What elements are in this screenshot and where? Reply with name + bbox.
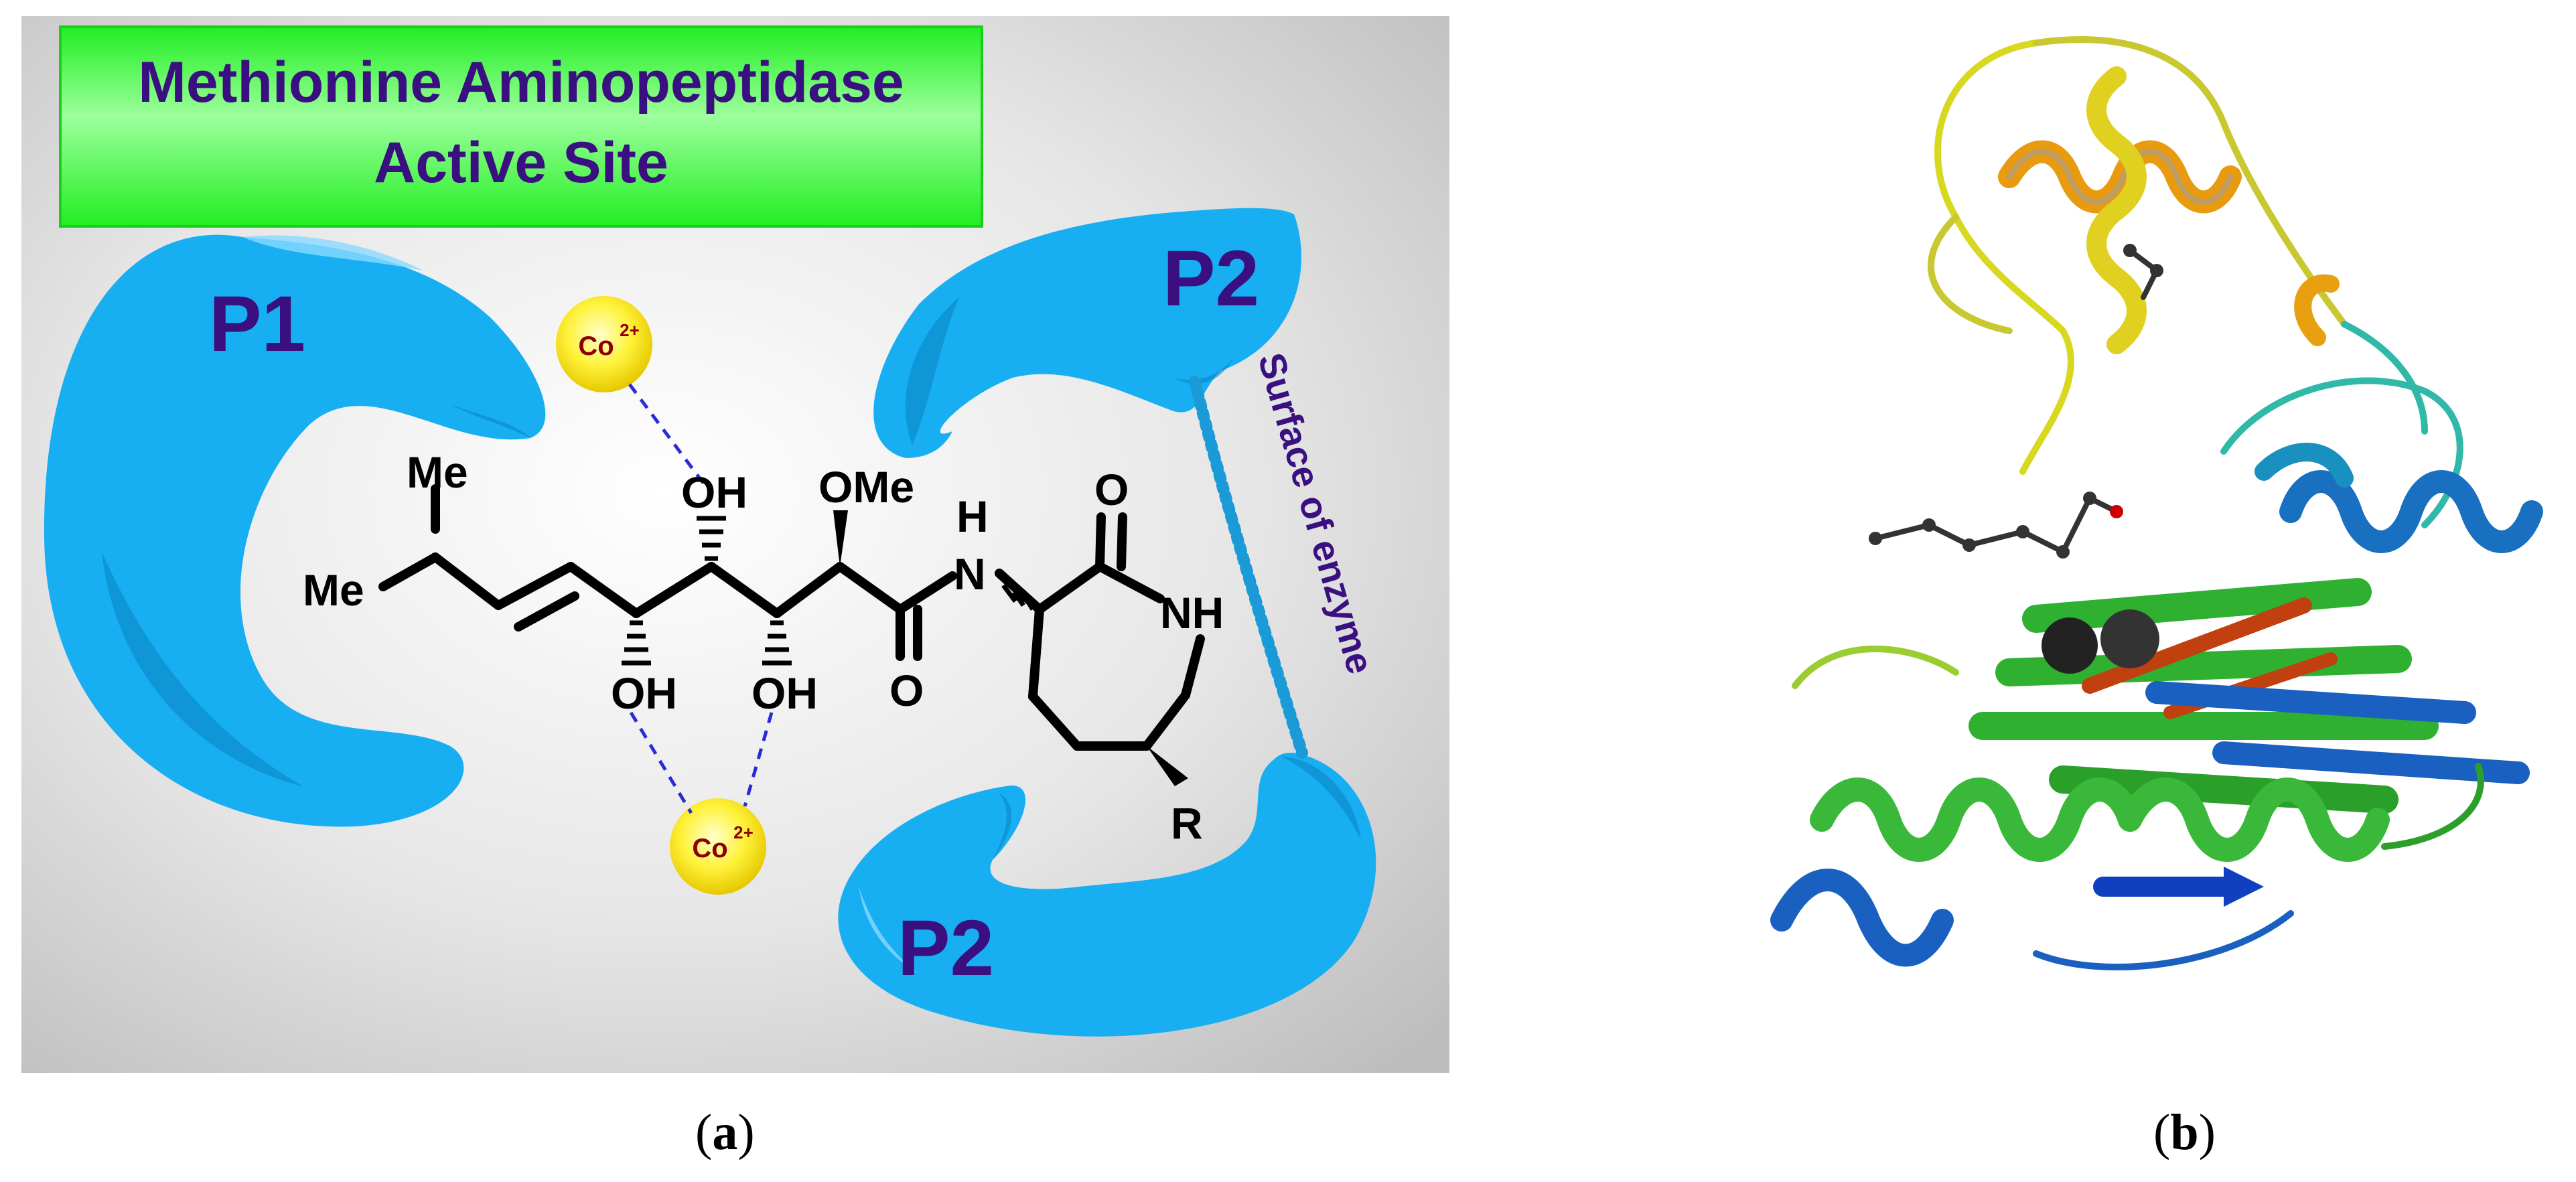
cobalt-ion-bottom-charge: 2+ bbox=[733, 822, 754, 842]
ligand-ball-and-stick bbox=[1869, 244, 2163, 559]
caption-a: (a) bbox=[695, 1104, 755, 1162]
cobalt-ion-top-charge: 2+ bbox=[620, 320, 640, 340]
cobalt-ion-bottom: Co 2+ bbox=[670, 798, 766, 895]
panel-b-protein-structure bbox=[1755, 16, 2576, 1073]
caption-b-open: ( bbox=[2153, 1104, 2171, 1161]
blue-helix-right bbox=[2255, 443, 2543, 553]
caption-a-close: ) bbox=[737, 1104, 755, 1161]
stereo-bonds bbox=[622, 510, 1188, 786]
cobalt-ion-top-label: Co bbox=[578, 331, 614, 361]
atom-lactam-o: O bbox=[1094, 465, 1129, 514]
metal-ion-spheres bbox=[2042, 609, 2159, 674]
panel-a-active-site-diagram: Methionine Aminopeptidase Active Site P1… bbox=[21, 16, 1449, 1073]
coordination-bonds bbox=[628, 383, 774, 814]
blue-sheets bbox=[2093, 681, 2530, 907]
caption-a-open: ( bbox=[695, 1104, 713, 1161]
pocket-p2-bottom: P2 bbox=[838, 753, 1376, 1037]
enzyme-surface-coil bbox=[1189, 376, 1308, 759]
protein-ribbon-structure-icon bbox=[1770, 36, 2543, 970]
title-box: Methionine Aminopeptidase Active Site bbox=[59, 25, 983, 228]
caption-b: (b) bbox=[2153, 1104, 2216, 1162]
title-line-2: Active Site bbox=[374, 131, 668, 195]
atom-amide-n: N bbox=[954, 549, 986, 599]
inhibitor-molecule bbox=[378, 484, 1205, 751]
atom-amide-h: H bbox=[956, 492, 989, 541]
atom-ome: OMe bbox=[818, 462, 914, 512]
pocket-p2-bottom-label: P2 bbox=[898, 904, 994, 992]
atom-me-left: Me bbox=[303, 565, 364, 615]
atom-oh-bottom-left: OH bbox=[611, 668, 677, 718]
green-helices-bottom bbox=[1770, 778, 2390, 967]
atom-lactam-nh: NH bbox=[1160, 588, 1224, 638]
atom-me-top: Me bbox=[407, 447, 468, 497]
yellow-helix bbox=[2086, 66, 2147, 354]
atom-labels: Me Me OH OMe OH OH H N O O NH R bbox=[303, 447, 1224, 848]
atom-r-group: R bbox=[1171, 798, 1203, 848]
pocket-p1: P1 bbox=[44, 234, 546, 827]
cobalt-ion-bottom-label: Co bbox=[692, 834, 727, 863]
atom-amide-o: O bbox=[889, 666, 924, 715]
pocket-p1-label: P1 bbox=[209, 280, 305, 368]
pocket-p2-top-label: P2 bbox=[1163, 234, 1259, 323]
caption-b-letter: b bbox=[2170, 1104, 2199, 1161]
cobalt-ion-top: Co 2+ bbox=[556, 296, 652, 392]
title-line-1: Methionine Aminopeptidase bbox=[138, 50, 904, 115]
atom-oh-bottom-mid: OH bbox=[752, 668, 818, 718]
orange-helix bbox=[1998, 140, 2242, 214]
atom-oh-top: OH bbox=[681, 467, 747, 517]
caption-b-close: ) bbox=[2198, 1104, 2216, 1161]
caption-a-letter: a bbox=[712, 1104, 738, 1161]
